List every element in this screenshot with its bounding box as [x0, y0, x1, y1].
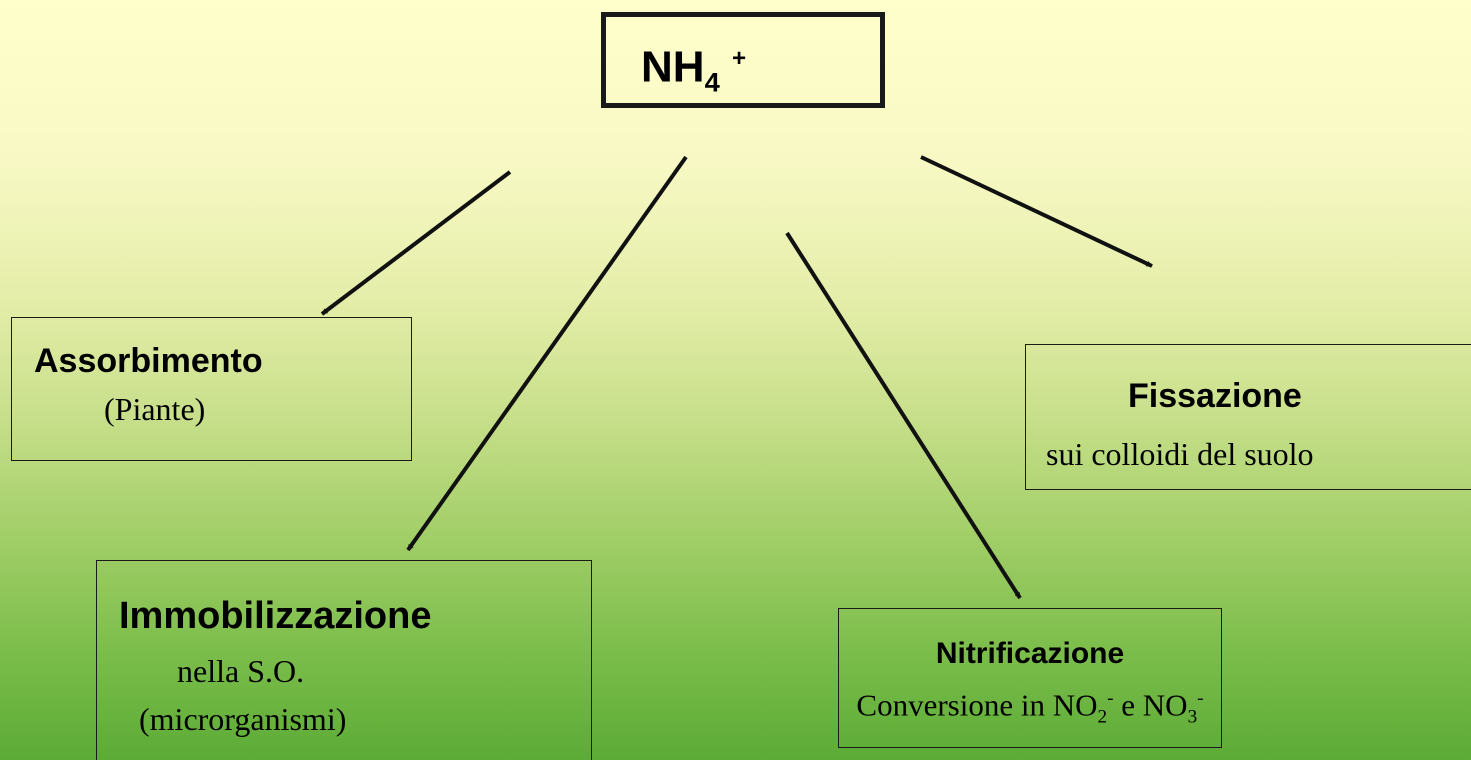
center-formula-superscript: + — [731, 45, 747, 72]
arrow-to-fissazione — [920, 155, 1153, 268]
nitrificazione-no2-superscript: - — [1107, 688, 1114, 709]
node-nitrificazione: Nitrificazione Conversione in NO2- e NO3… — [838, 608, 1222, 748]
nitrificazione-text-mid: e NO — [1113, 687, 1188, 723]
nitrificazione-title: Nitrificazione — [935, 637, 1125, 670]
nitrificazione-no2-subscript: 2 — [1097, 706, 1108, 728]
assorbimento-title: Assorbimento — [34, 342, 263, 380]
center-formula-subscript: 4 — [704, 66, 720, 98]
node-immobilizzazione: Immobilizzazione nella S.O. (microrganis… — [96, 560, 592, 760]
fissazione-subtitle: sui colloidi del suolo — [1046, 436, 1314, 472]
assorbimento-subtitle: (Piante) — [104, 391, 206, 427]
arrow-to-nitrificazione — [785, 231, 1022, 600]
nitrificazione-no3-subscript: 3 — [1187, 706, 1198, 728]
arrow-to-immobilizzazione — [406, 155, 688, 552]
arrow-to-assorbimento — [320, 170, 512, 316]
node-fissazione: Fissazione sui colloidi del suolo — [1025, 344, 1471, 490]
nitrificazione-subtitle: Conversione in NO2- e NO3- — [839, 679, 1221, 738]
node-assorbimento: Assorbimento (Piante) — [11, 317, 412, 461]
fissazione-title: Fissazione — [1128, 377, 1302, 415]
center-node-nh4: NH4 + — [601, 12, 885, 108]
center-formula-main: NH — [641, 42, 705, 92]
center-node-label: NH4 + — [641, 31, 746, 110]
immobilizzazione-line2: (microrganismi) — [139, 701, 347, 737]
immobilizzazione-title: Immobilizzazione — [119, 595, 432, 637]
immobilizzazione-line1: nella S.O. — [177, 653, 305, 689]
nitrificazione-text-prefix: Conversione in NO — [856, 687, 1098, 723]
nitrificazione-no3-superscript: - — [1197, 688, 1204, 709]
